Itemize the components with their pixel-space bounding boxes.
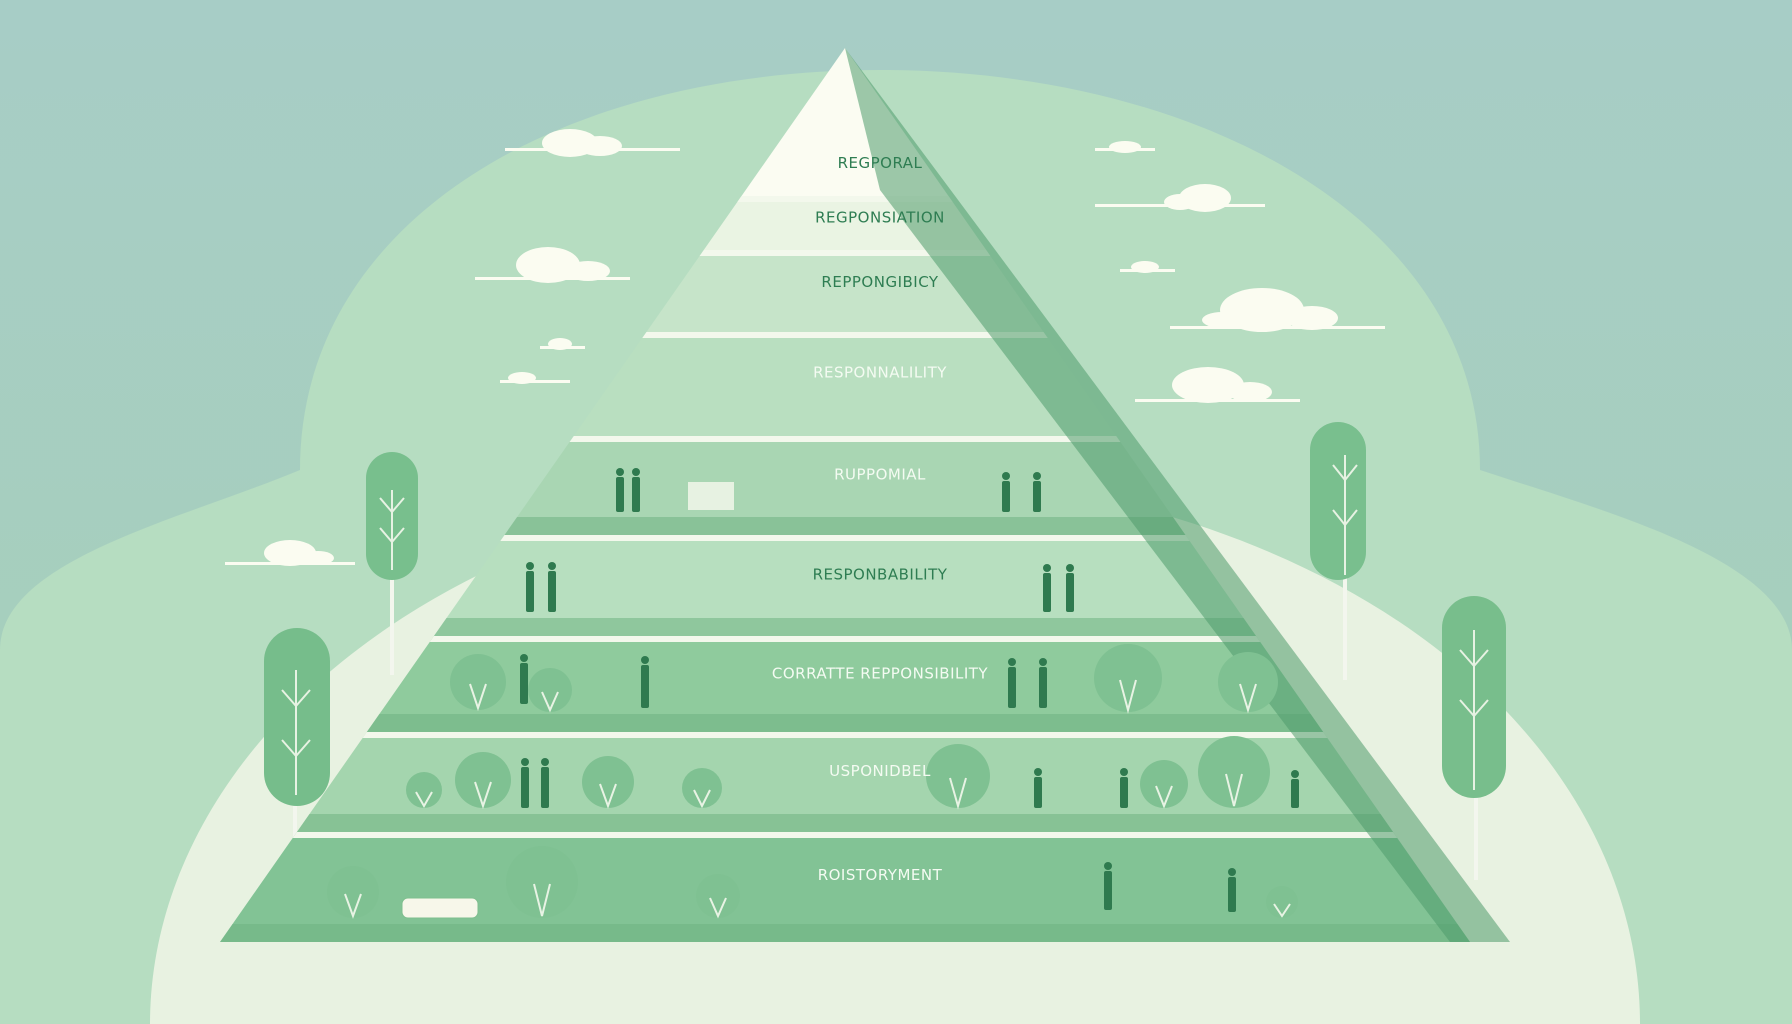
cloud-8 [500,372,570,384]
pyramid [220,48,1470,942]
tier-face [366,636,1324,732]
bush [696,874,740,919]
bush [450,654,506,712]
scene-details [327,468,1299,919]
tier-label-3: REPPONGIBICY [821,273,938,291]
tree-right-back [1310,422,1366,680]
tier-4 [573,332,1117,436]
person-figure [548,562,556,612]
tier-floor [366,714,1324,732]
bush [406,772,442,809]
tier-separator [292,832,1398,838]
tier-face [573,332,1117,436]
tier-label-4: RESPONNALILITY [813,364,947,382]
tier-separator [642,332,1048,338]
clouds [225,129,1385,566]
tree-left-front [264,628,330,865]
person-figure [1034,768,1042,808]
tier-label-9: ROISTORYMENT [818,866,943,884]
person-figure [1120,768,1128,808]
tier-face [296,732,1394,832]
person-figure [632,468,640,512]
tier-separator [699,250,991,256]
tier-5 [504,436,1186,535]
person-figure [541,758,549,808]
tier-label-6: RESPONBABILITY [813,565,948,583]
tier-floor [433,618,1257,636]
person-figure [1228,868,1236,912]
pyramid-shadow [845,48,1510,942]
person-figure [1043,564,1051,612]
cloud-5 [1120,261,1175,273]
person-figure [520,654,528,704]
bush [926,744,990,810]
tree-right-front [1442,596,1506,880]
person-figure [526,562,534,612]
tier-8 [296,732,1394,832]
bush [582,756,634,809]
person-figure [1291,770,1299,808]
bench [688,482,734,510]
tier-separator [500,535,1190,541]
tier-label-2: REGPONSIATION [815,209,945,227]
person-figure [521,758,529,808]
bush [1266,886,1298,918]
bush [1094,644,1162,714]
cloud-6 [1170,288,1385,332]
tier-separator [569,436,1121,442]
tier-labels: REGPORAL REGPONSIATION REPPONGIBICY RESPONN… [772,154,989,884]
bush [455,752,511,810]
bush [1140,760,1188,809]
tier-label-8: USPONIDBEL [829,762,931,780]
tier-6 [433,535,1257,636]
tier-separator [362,732,1328,738]
tier-face [504,436,1186,535]
tier-floor [296,814,1394,832]
bush [528,668,572,713]
cloud-2 [1095,141,1155,153]
tier-label-7: CORRATTE REPPONSIBILITY [772,664,989,682]
tier-label-1: REGPORAL [838,154,923,172]
bush [506,846,578,918]
cloud-10 [225,540,355,566]
person-figure [1033,472,1041,512]
trees [264,422,1506,880]
person-figure [1104,862,1112,910]
tier-floor [504,517,1186,535]
person-figure [641,656,649,708]
person-figure [1066,564,1074,612]
bush [1218,652,1278,714]
person-figure [1002,472,1010,512]
tier-floor [220,924,1470,942]
cloud-3 [1095,184,1265,212]
cloud-1 [505,129,680,157]
bush [327,866,379,919]
tier-label-5: RUPPOMIAL [834,466,926,484]
cloud-9 [1135,367,1300,403]
cloud-7 [540,338,585,350]
person-figure [1008,658,1016,708]
planter [401,897,479,919]
bush [682,768,722,809]
person-figure [1039,658,1047,708]
tree-left-back [366,452,418,675]
person-figure [616,468,624,512]
tier-separator [429,636,1261,642]
tier-7 [366,636,1324,732]
bush [1198,736,1270,808]
cloud-4 [475,247,630,283]
